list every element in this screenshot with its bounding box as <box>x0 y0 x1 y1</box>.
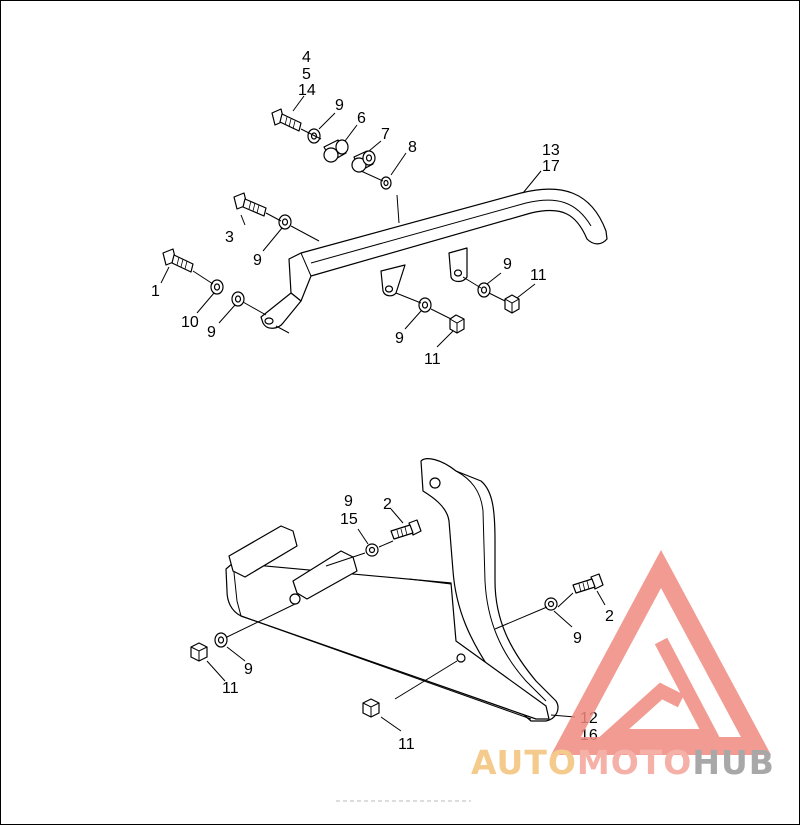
callout-2b: 2 <box>605 608 614 625</box>
lower-bracket <box>225 458 559 722</box>
bolt-2-right <box>572 573 604 594</box>
lower-leader-lines <box>206 508 606 732</box>
callout-9g: 9 <box>573 630 582 647</box>
callout-6: 6 <box>357 110 366 127</box>
nut-upper-11a <box>449 314 465 334</box>
callout-17: 17 <box>542 158 560 175</box>
callout-9e: 9 <box>503 256 512 273</box>
callout-4: 4 <box>302 49 311 66</box>
callout-9a: 9 <box>335 97 344 114</box>
callout-3: 3 <box>225 229 234 246</box>
callout-14: 14 <box>298 82 316 99</box>
callout-1: 1 <box>151 283 160 300</box>
callout-11c: 11 <box>222 680 239 697</box>
nut-upper-11b <box>504 294 520 314</box>
nut-lower-11c <box>190 642 208 662</box>
bushing-6 <box>323 139 349 163</box>
callout-9h: 9 <box>244 661 253 678</box>
callout-11d: 11 <box>398 736 415 753</box>
callout-2a: 2 <box>383 496 392 513</box>
chain-guard <box>260 188 608 329</box>
callout-11b: 11 <box>530 267 547 284</box>
callout-8: 8 <box>408 139 417 156</box>
callout-7: 7 <box>381 126 390 143</box>
callout-11a: 11 <box>424 351 441 368</box>
callout-15: 15 <box>340 511 358 528</box>
upper-leader-lines <box>160 95 542 348</box>
callout-9d: 9 <box>395 330 404 347</box>
callout-10: 10 <box>181 314 199 331</box>
watermark-text: AUTOMOTOHUB <box>471 743 775 782</box>
callout-13: 13 <box>542 142 560 159</box>
callout-5: 5 <box>302 66 311 83</box>
callout-9c: 9 <box>207 324 216 341</box>
callout-9f: 9 <box>344 493 353 510</box>
bolt-2-upper <box>390 519 422 540</box>
bolt-1 <box>162 248 194 273</box>
nut-lower-11d <box>362 698 380 718</box>
bolt-upper-top <box>271 108 302 132</box>
bolt-3 <box>233 192 267 217</box>
bushing-7 <box>351 150 376 173</box>
watermark-inner-mark <box>592 637 723 743</box>
watermark-triangle <box>550 549 772 755</box>
watermark-logo: AUTOMOTOHUB <box>471 549 775 782</box>
callout-9b: 9 <box>253 252 262 269</box>
